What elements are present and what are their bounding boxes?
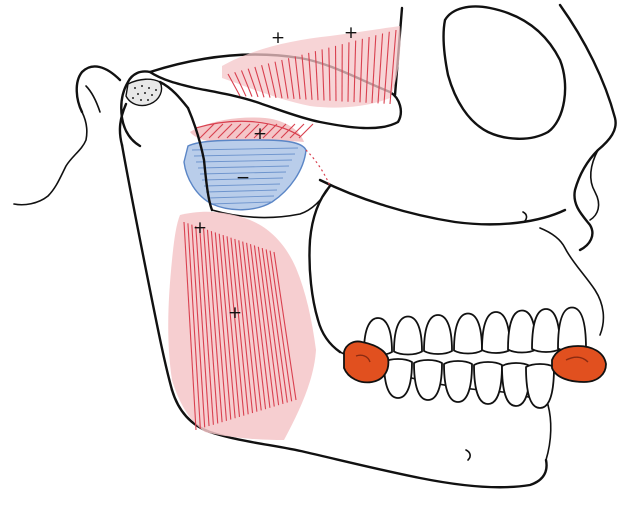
upper-tooth — [454, 314, 482, 354]
marker-masseter-upper: + — [193, 218, 207, 238]
upper-tooth — [482, 312, 510, 353]
lower-tooth — [526, 364, 554, 408]
lower-teeth — [384, 359, 554, 408]
contact-tooth-right — [552, 346, 606, 382]
temporal-muscle — [222, 26, 401, 108]
marker-pterygoid-lower: − — [236, 168, 250, 188]
lower-tooth — [444, 361, 472, 402]
masseter-muscle — [168, 212, 316, 440]
upper-tooth — [394, 317, 422, 355]
upper-tooth — [558, 308, 586, 352]
marker-masseter-lower: + — [228, 303, 242, 323]
joint-disc — [126, 79, 162, 105]
lower-tooth — [474, 362, 502, 404]
pterygoid-fiber — [299, 124, 313, 138]
upper-tooth — [532, 309, 560, 352]
marker-pterygoid-upper: + — [253, 124, 267, 144]
lower-tooth — [414, 360, 442, 400]
upper-tooth — [424, 315, 452, 354]
marker-temporal-front: + — [271, 28, 285, 48]
pterygoid-upper-head — [190, 118, 313, 142]
upper-teeth — [364, 308, 586, 356]
marker-temporal-back: + — [344, 23, 358, 43]
